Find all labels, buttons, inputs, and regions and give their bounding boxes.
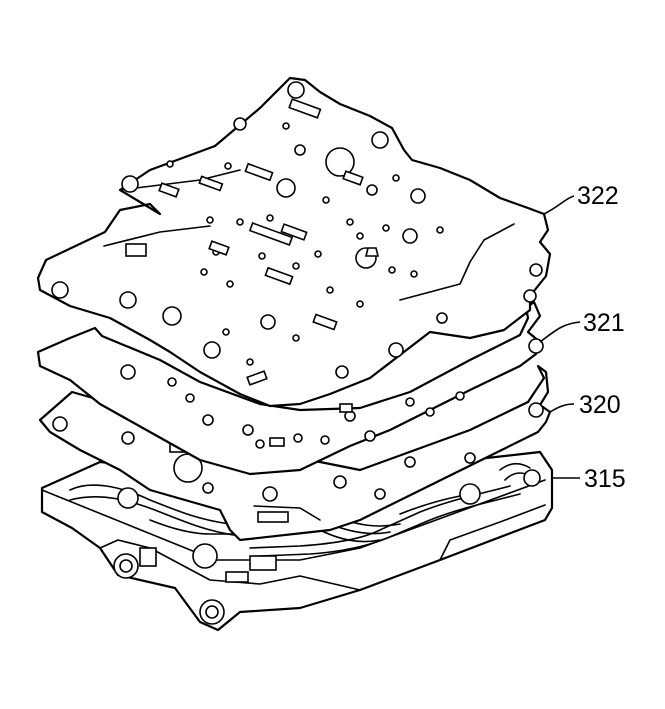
callout-320: 320: [579, 391, 621, 419]
callout-315: 315: [584, 465, 626, 493]
leader-320: [549, 403, 575, 413]
gasket-321-outline: [36, 300, 542, 476]
gasket-321: [36, 300, 544, 476]
callout-321: 321: [583, 309, 625, 337]
plate-322-outline: [36, 76, 552, 408]
leader-lines: [539, 195, 581, 479]
plate-322: [36, 76, 552, 408]
callout-322: 322: [577, 182, 619, 210]
leader-322: [543, 195, 575, 215]
leader-321: [539, 321, 581, 343]
gasket-320: [38, 364, 552, 542]
